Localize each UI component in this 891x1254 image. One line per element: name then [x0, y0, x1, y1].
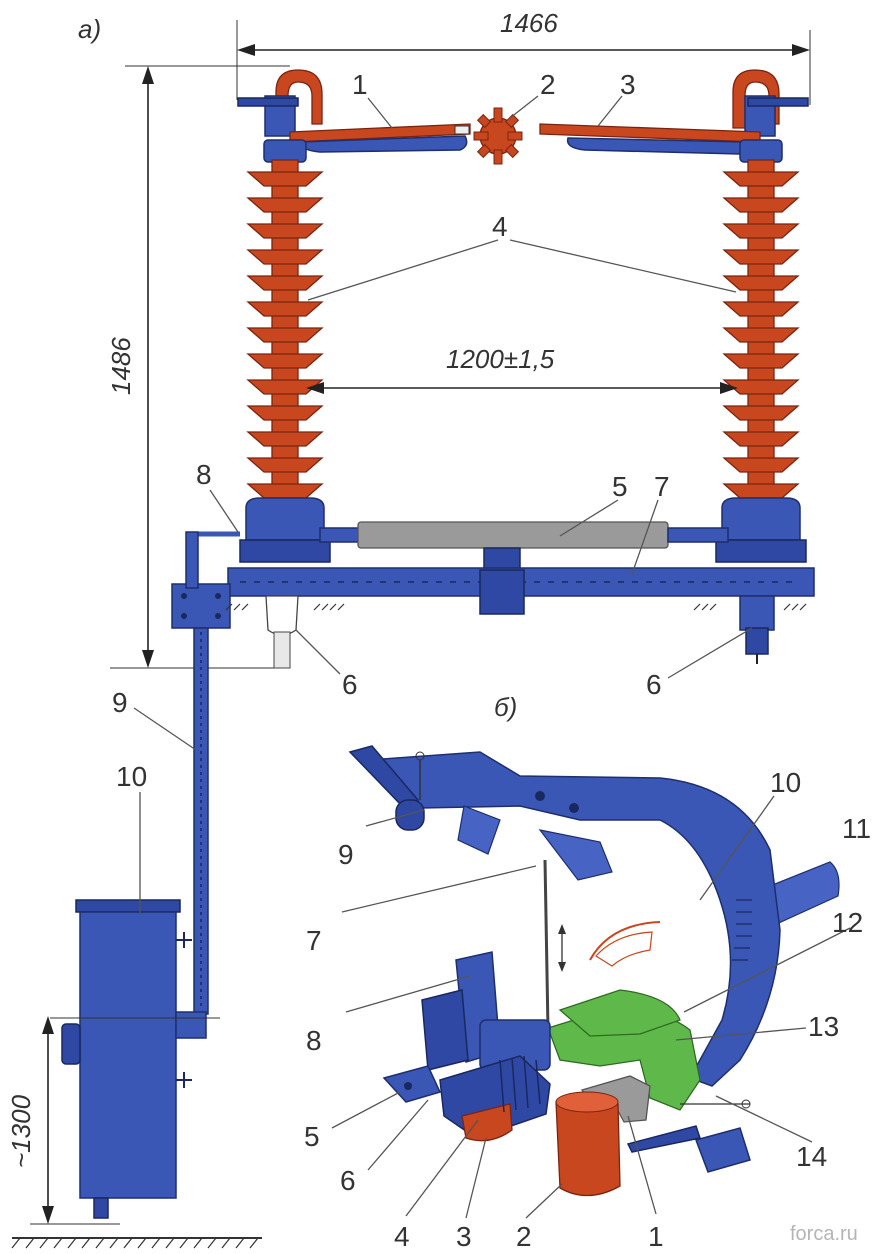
label-b-11: 11	[842, 813, 871, 844]
label-b-6: 6	[340, 1165, 356, 1196]
panel-b-leaders	[331, 795, 851, 1219]
label-a-10: 10	[116, 761, 147, 792]
insulator-right	[722, 159, 800, 501]
label-b-9: 9	[338, 839, 354, 870]
label-a-8: 8	[196, 459, 212, 490]
label-b-1: 1	[648, 1221, 664, 1252]
watermark: forca.ru	[790, 1223, 858, 1245]
insulator-bases	[239, 497, 807, 563]
label-a-7: 7	[654, 471, 670, 502]
contact-blades	[237, 69, 809, 165]
label-a-9: 9	[112, 687, 128, 718]
label-a-6-right: 6	[646, 669, 662, 700]
panel-a-leaders	[133, 95, 753, 914]
label-b-13: 13	[808, 1011, 839, 1042]
dimension-width-top: 1466	[236, 8, 811, 105]
frame	[171, 567, 815, 629]
label-b-5: 5	[304, 1121, 320, 1152]
drive-lever	[185, 531, 240, 589]
dimension-span-mid: 1200±1,5	[306, 344, 738, 394]
terminals	[265, 595, 775, 669]
dimension-mount-height: ~1300	[6, 1016, 120, 1225]
link-rod	[319, 521, 729, 577]
dim-1300-text: ~1300	[6, 1094, 36, 1168]
label-b-14: 14	[796, 1141, 827, 1172]
label-b-10: 10	[770, 767, 801, 798]
dim-1466-text: 1466	[500, 8, 558, 38]
insulator-left	[246, 159, 324, 501]
label-b-2: 2	[516, 1221, 532, 1252]
drive-cabinet	[50, 899, 220, 1219]
label-a-3: 3	[620, 69, 636, 100]
insulator-cap-left	[263, 139, 307, 163]
label-b-4: 4	[394, 1221, 410, 1252]
label-a-6-left: 6	[342, 669, 358, 700]
drive-mechanism	[348, 745, 840, 1197]
label-b-3: 3	[456, 1221, 472, 1252]
ground-hatch	[11, 1237, 262, 1249]
label-b-7: 7	[306, 925, 322, 956]
label-a-1: 1	[352, 69, 368, 100]
label-b-8: 8	[306, 1025, 322, 1056]
panel-b-label: б)	[494, 692, 517, 722]
drive-shaft	[193, 627, 209, 1015]
panel-a-label: а)	[78, 14, 101, 44]
label-a-5: 5	[612, 471, 628, 502]
label-b-12: 12	[832, 907, 863, 938]
label-a-4: 4	[492, 211, 508, 242]
dim-1200-text: 1200±1,5	[446, 344, 555, 374]
label-a-2: 2	[540, 69, 556, 100]
dim-1486-text: 1486	[106, 337, 136, 395]
insulator-cap-right	[739, 139, 783, 163]
